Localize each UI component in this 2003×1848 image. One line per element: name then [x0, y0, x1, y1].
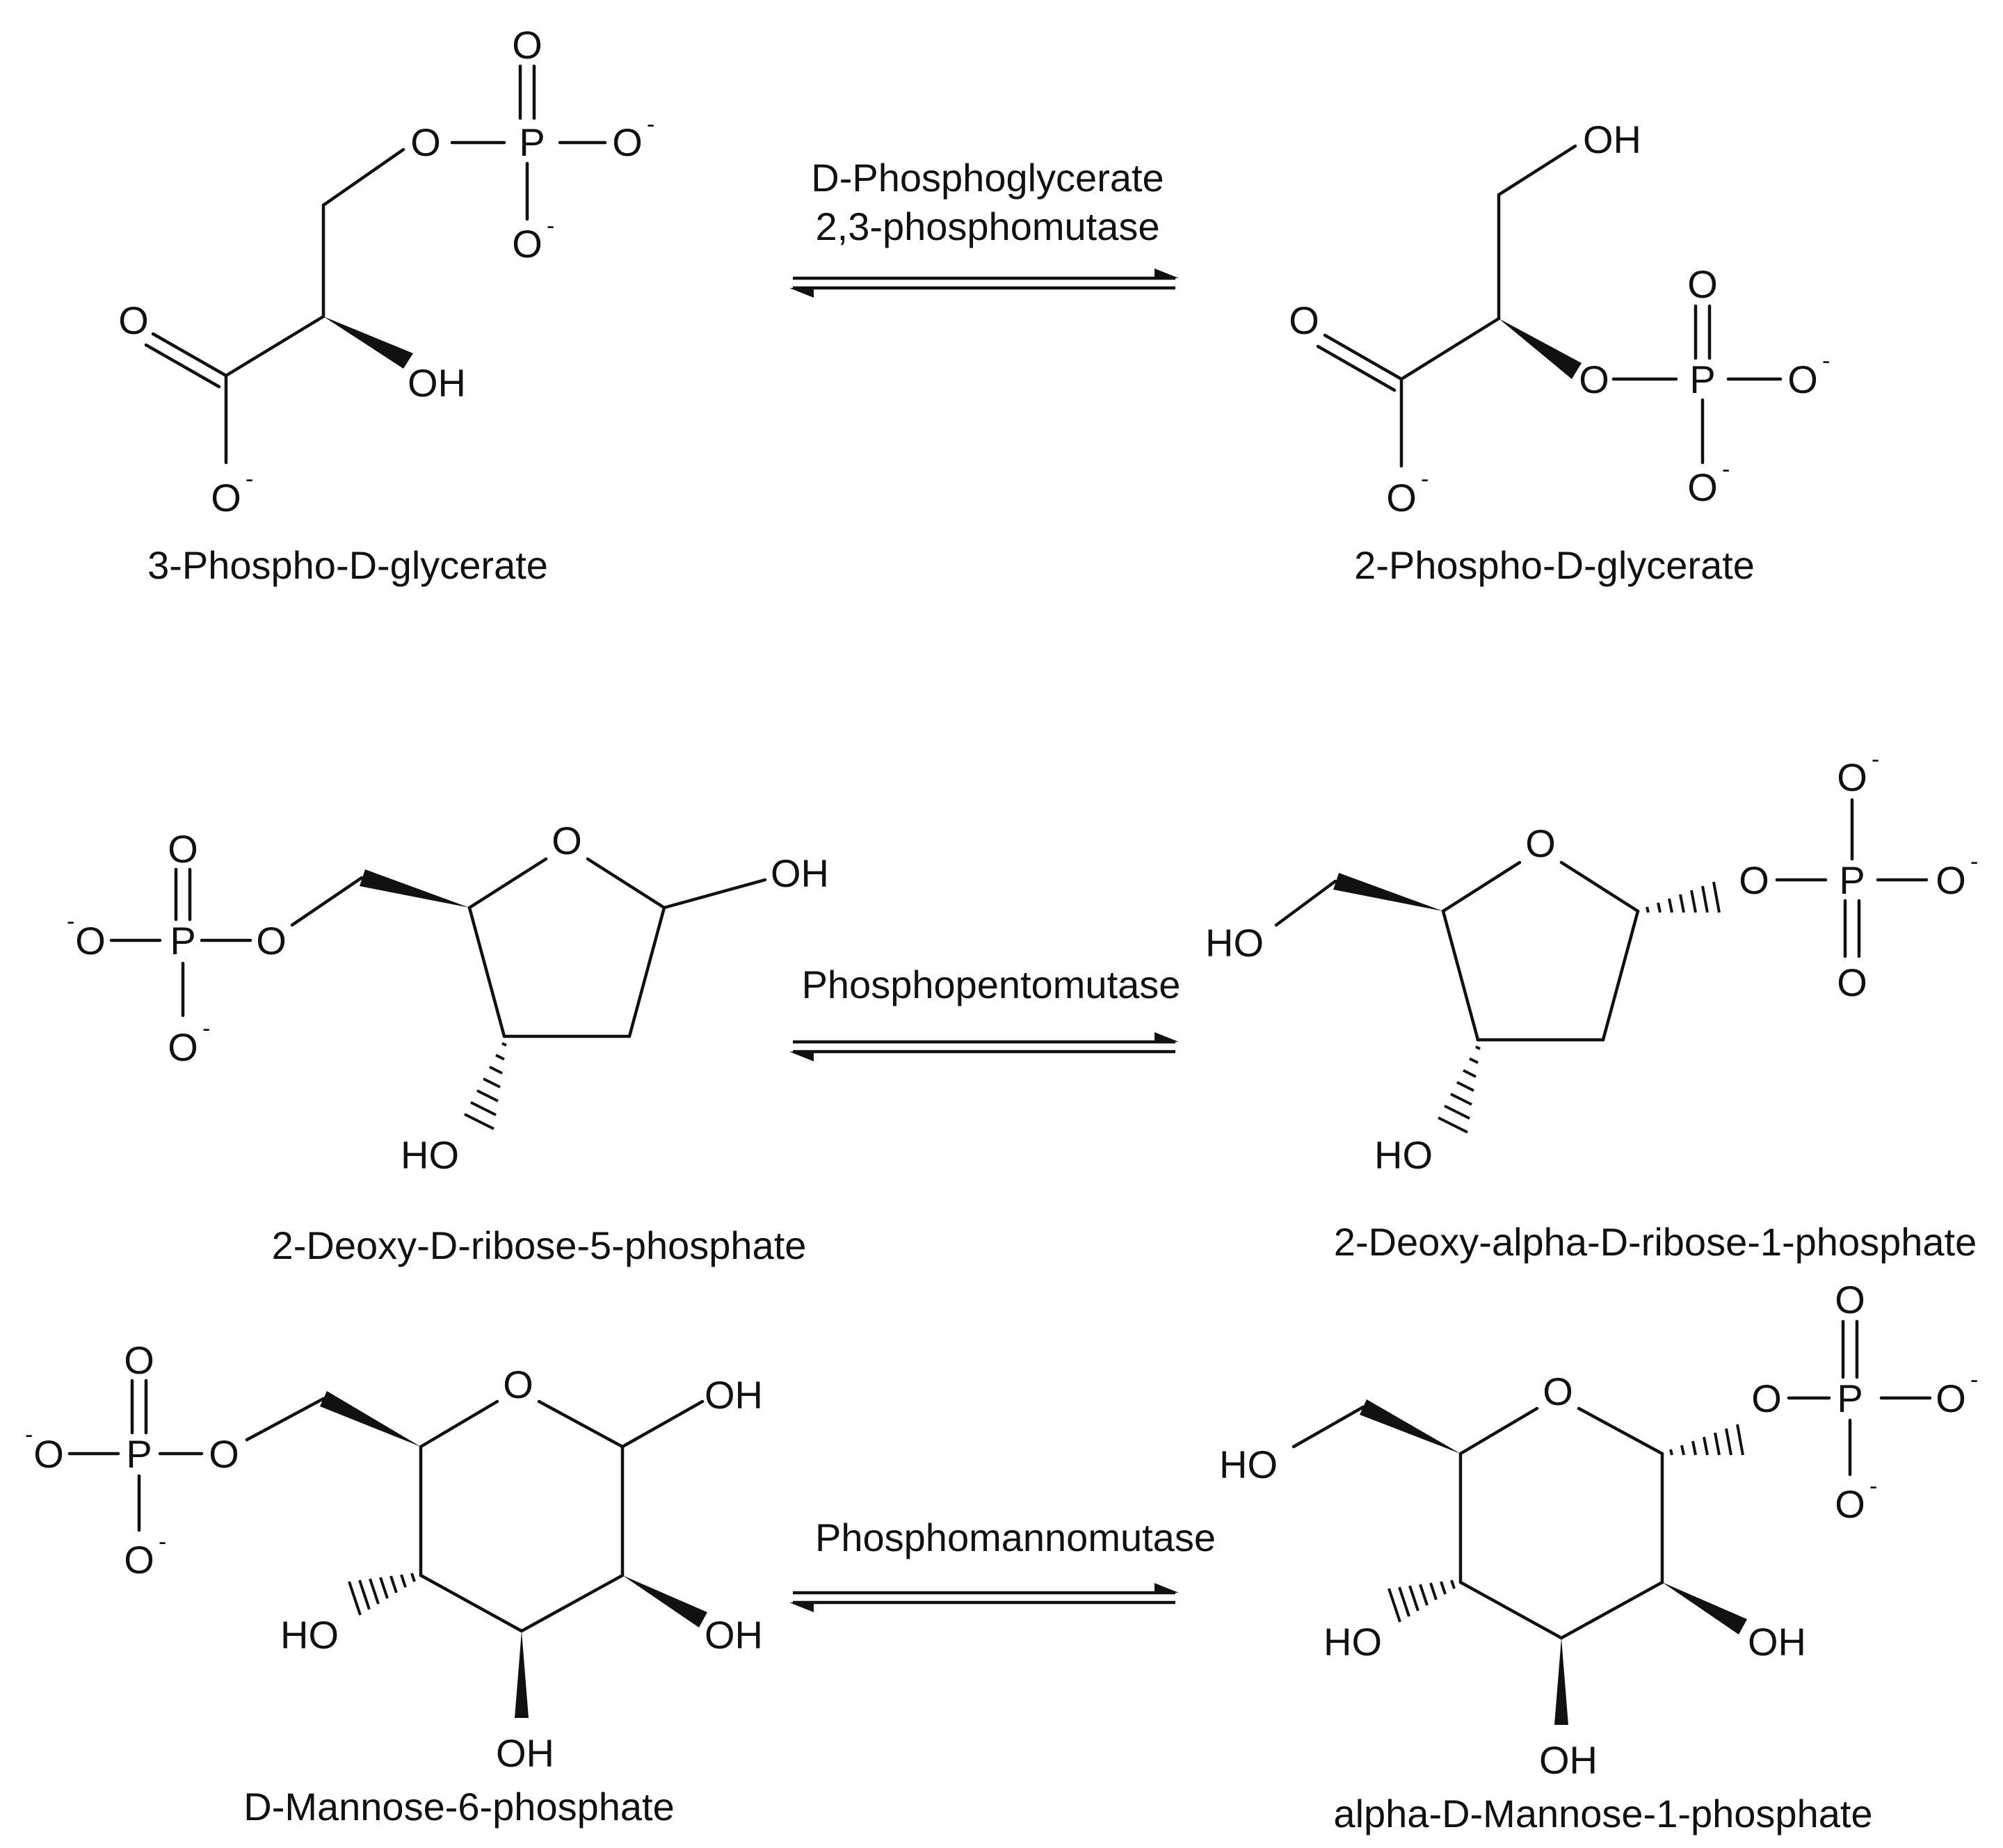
primary-hydroxyl: HO — [1219, 1443, 1278, 1486]
phosphoryl-oxygen: O — [168, 827, 198, 871]
hydroxyl-group: OH — [1583, 118, 1641, 161]
phosphorus-atom: P — [1689, 357, 1715, 401]
phosphate-oxygen-minus: O — [1787, 357, 1818, 401]
phosphate-oxygen-minus: O — [33, 1432, 64, 1476]
phosphorus-atom: P — [126, 1432, 152, 1476]
hydroxyl-group: OH — [408, 361, 466, 405]
charge-minus: - — [159, 1529, 166, 1555]
charge-minus: - — [1421, 466, 1429, 492]
ring-oxygen: O — [552, 819, 582, 862]
bridging-oxygen: O — [1579, 357, 1609, 401]
phosphoryl-oxygen: O — [124, 1338, 154, 1382]
charge-minus: - — [1970, 849, 1978, 875]
primary-hydroxyl: HO — [1205, 921, 1264, 965]
phosphate-oxygen-minus: O — [512, 222, 542, 266]
bridging-oxygen: O — [410, 120, 441, 164]
anomeric-hydroxyl: OH — [771, 851, 829, 895]
phosphate-oxygen-minus: O — [1936, 858, 1966, 902]
phosphorus-atom: P — [1837, 1376, 1863, 1420]
phosphoryl-oxygen: O — [1837, 961, 1867, 1004]
molecule-d-mannose-6-phosphate: O OH O O P - O O - HO OH OH — [25, 1338, 763, 1775]
ring-hydroxyl: HO — [1374, 1133, 1433, 1177]
ring-hydroxyl: OH — [1539, 1738, 1598, 1782]
phosphoryl-oxygen: O — [1687, 262, 1718, 306]
equilibrium-arrows — [789, 268, 1179, 298]
carboxylate-oxygen-minus: O — [1386, 476, 1417, 520]
enzyme-name: Phosphopentomutase — [802, 963, 1181, 1006]
charge-minus: - — [1869, 1473, 1877, 1500]
ring-hydroxyl: OH — [1748, 1620, 1806, 1664]
phosphoryl-oxygen: O — [1835, 1278, 1865, 1321]
carboxylate-oxygen-minus: O — [211, 476, 241, 520]
ring-hydroxyl: HO — [280, 1613, 339, 1657]
bridging-oxygen: O — [209, 1432, 239, 1476]
enzyme-name: Phosphomannomutase — [815, 1516, 1216, 1559]
anomeric-oxygen: O — [1739, 858, 1769, 902]
phosphate-oxygen-minus: O — [612, 120, 643, 164]
enzyme-name-line-1: D-Phosphoglycerate — [811, 156, 1164, 200]
phosphate-oxygen-minus: O — [124, 1538, 154, 1582]
ring-oxygen: O — [1525, 821, 1556, 865]
phosphorus-atom: P — [170, 919, 195, 963]
anomeric-oxygen: O — [1751, 1376, 1782, 1420]
enzyme-name-line-2: 2,3-phosphomutase — [815, 204, 1159, 248]
molecule-2-deoxy-d-ribose-5-phosphate: O OH O O P - O O - HO — [67, 819, 829, 1177]
ring-hydroxyl: OH — [705, 1613, 763, 1657]
phosphate-oxygen-minus: O — [1837, 755, 1867, 799]
product-name: 2-Deoxy-alpha-D-ribose-1-phosphate — [1334, 1220, 1977, 1264]
ring-oxygen: O — [503, 1363, 533, 1406]
molecule-2-deoxy-alpha-d-ribose-1-phosphate: O HO O P O - O - O HO — [1205, 746, 1978, 1177]
molecule-2-phospho-d-glycerate: OH O O O P O - O - O - — [1289, 118, 1830, 520]
ring-hydroxyl: OH — [496, 1731, 554, 1775]
charge-minus: - — [67, 908, 74, 935]
charge-minus: - — [1872, 746, 1879, 773]
substrate-name: 2-Deoxy-D-ribose-5-phosphate — [272, 1223, 807, 1267]
product-name: 2-Phospho-D-glycerate — [1354, 543, 1755, 587]
phosphorus-atom: P — [1839, 858, 1865, 902]
charge-minus: - — [1970, 1367, 1978, 1393]
charge-minus: - — [25, 1422, 33, 1448]
phosphate-oxygen-minus: O — [1936, 1376, 1966, 1420]
equilibrium-arrows — [789, 1583, 1179, 1612]
ring-hydroxyl: HO — [401, 1133, 459, 1177]
phosphate-oxygen-minus: O — [1835, 1482, 1865, 1526]
equilibrium-arrows — [789, 1032, 1179, 1061]
charge-minus: - — [1722, 456, 1730, 483]
carbonyl-oxygen: O — [1289, 298, 1319, 342]
phosphoryl-oxygen: O — [512, 23, 542, 67]
phosphate-oxygen-minus: O — [75, 919, 106, 963]
molecule-3-phospho-d-glycerate: O O P O - O - O OH O - — [118, 23, 654, 520]
charge-minus: - — [246, 466, 253, 492]
phosphate-oxygen-minus: O — [168, 1025, 198, 1069]
charge-minus: - — [202, 1015, 210, 1042]
product-name: alpha-D-Mannose-1-phosphate — [1333, 1792, 1872, 1835]
charge-minus: - — [547, 213, 554, 239]
substrate-name: 3-Phospho-D-glycerate — [147, 543, 548, 587]
charge-minus: - — [1822, 348, 1830, 374]
ring-hydroxyl: HO — [1324, 1620, 1382, 1664]
bridging-oxygen: O — [256, 919, 287, 963]
anomeric-hydroxyl: OH — [705, 1373, 763, 1417]
carbonyl-oxygen: O — [118, 298, 149, 342]
substrate-name: D-Mannose-6-phosphate — [243, 1785, 674, 1829]
charge-minus: - — [647, 111, 654, 138]
phosphorus-atom: P — [519, 120, 545, 164]
phosphate-oxygen-minus: O — [1687, 465, 1718, 509]
molecule-alpha-d-mannose-1-phosphate: O HO O P O O - O - HO OH OH — [1219, 1278, 1978, 1782]
ring-oxygen: O — [1543, 1369, 1573, 1413]
